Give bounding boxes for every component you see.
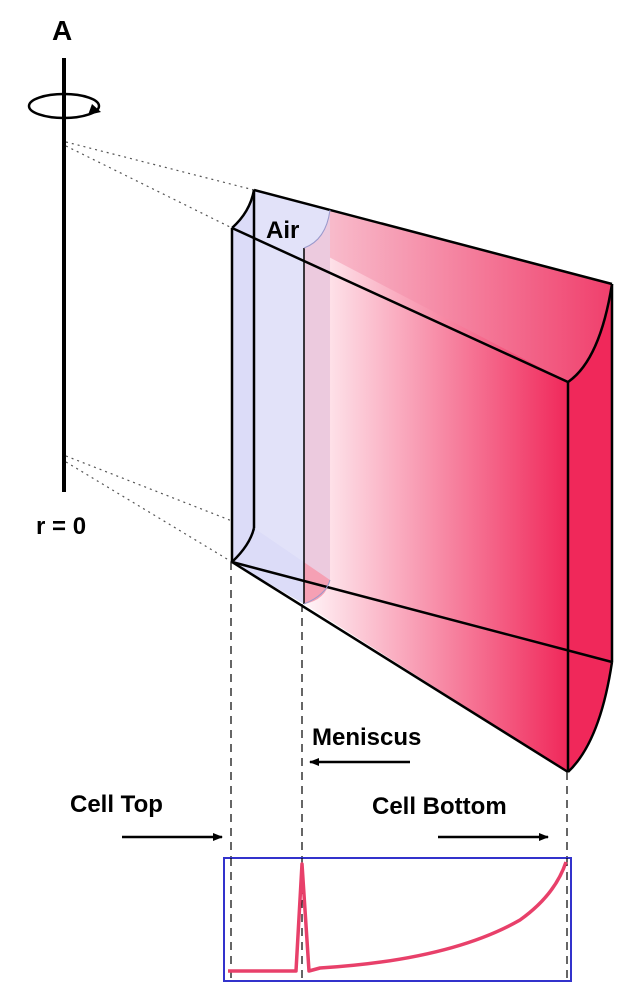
projection-lines (65, 141, 255, 563)
concentration-profile (228, 861, 568, 973)
sample-cell (230, 188, 614, 774)
meniscus-label: Meniscus (312, 724, 421, 751)
cell-top-label: Cell Top (70, 791, 163, 818)
air-label: Air (266, 217, 299, 244)
cell-bottom-face (568, 284, 612, 772)
origin-label: r = 0 (36, 513, 86, 540)
cell-bottom-label: Cell Bottom (372, 793, 507, 820)
solution-region (304, 244, 568, 772)
axis-label: A (52, 15, 72, 46)
rotation-arrow-icon (27, 92, 101, 120)
